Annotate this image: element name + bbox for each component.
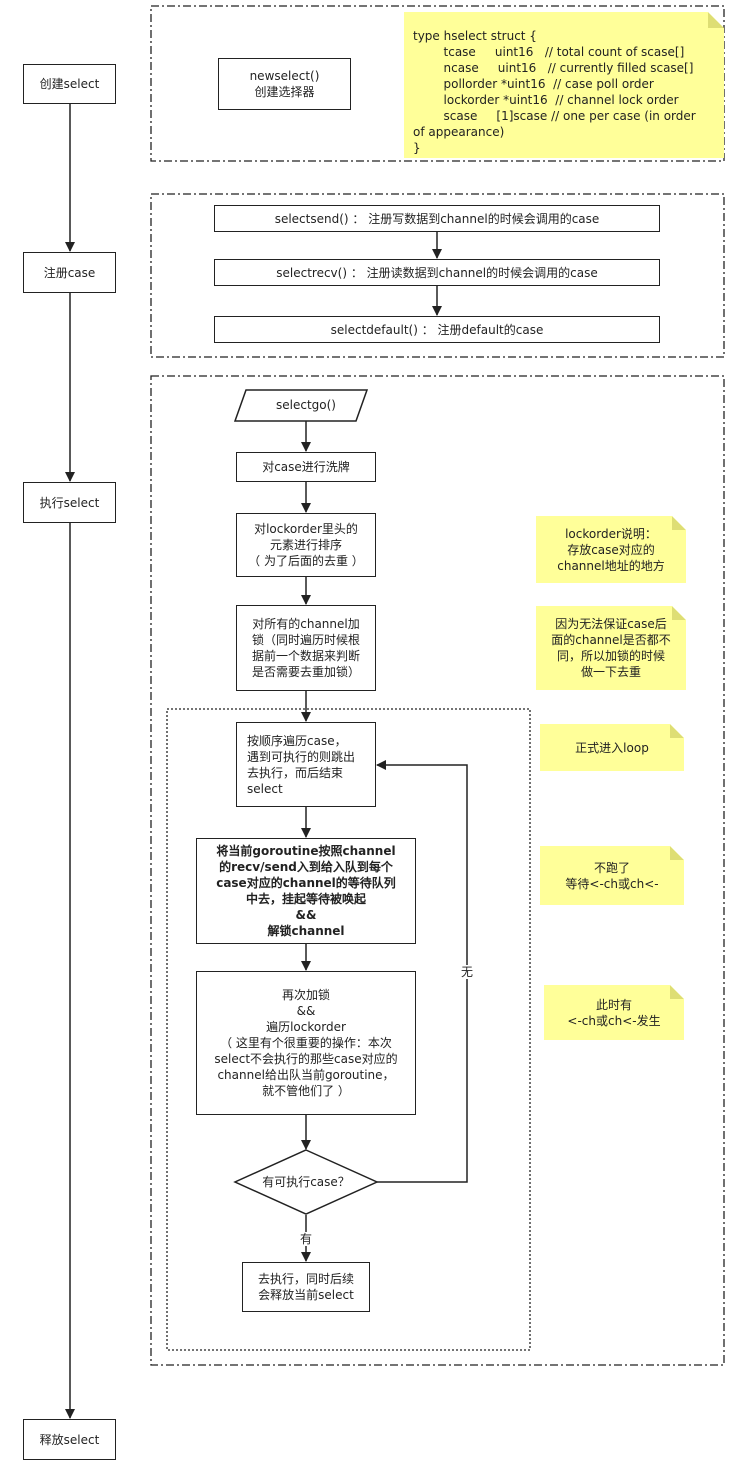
loop-note-text: 正式进入loop — [575, 740, 649, 755]
hselect-struct-text: type hselect struct { tcase uint16 // to… — [413, 29, 696, 155]
lock-all-label: 对所有的channel加 锁（同时遍历时候根 据前一个数据来判断 是否需要去重加… — [251, 617, 360, 679]
loop-traverse-label: 按顺序遍历case， 遇到可执行的则跳出 去执行，而后结束 select — [247, 733, 356, 796]
lockorder-note-text: lockorder说明： 存放case对应的 channel地址的地方 — [557, 526, 665, 573]
woken-note-text: 此时有 <-ch或ch<-发生 — [567, 997, 661, 1028]
shuffle-label: 对case进行洗牌 — [262, 460, 350, 474]
decision-label: 有可执行case？ — [262, 1175, 350, 1189]
newselect-box: newselect() 创建选择器 — [218, 58, 351, 110]
enqueue-wait-box: 将当前goroutine按照channel 的recv/send入到给入队到每个… — [196, 838, 416, 944]
enqueue-wait-label: 将当前goroutine按照channel 的recv/send入到给入队到每个… — [216, 844, 396, 938]
selectsend-label: selectsend() ： 注册写数据到channel的时候会调用的case — [274, 211, 600, 226]
loop-traverse-box: 按顺序遍历case， 遇到可执行的则跳出 去执行，而后结束 select — [236, 722, 376, 807]
create-section-frame — [150, 5, 725, 162]
selectdefault-label: selectdefault() ： 注册default的case — [330, 322, 544, 337]
relock-box: 再次加锁 && 遍历lockorder （ 这里有个很重要的操作：本次 sele… — [196, 971, 416, 1115]
decision-diamond — [233, 1149, 379, 1215]
selectsend-box: selectsend() ： 注册写数据到channel的时候会调用的case — [214, 205, 660, 232]
dedup-note: 因为无法保证case后 面的channel是否都不 同，所以加锁的时候 做一下去… — [536, 606, 686, 690]
selectrecv-label: selectrecv() ： 注册读数据到channel的时候会调用的case — [276, 265, 598, 280]
woken-note: 此时有 <-ch或ch<-发生 — [544, 985, 684, 1040]
relock-label: 再次加锁 && 遍历lockorder （ 这里有个很重要的操作：本次 sele… — [214, 988, 398, 1098]
selectdefault-box: selectdefault() ： 注册default的case — [214, 316, 660, 343]
loop-note: 正式进入loop — [540, 724, 684, 771]
execute-release-label: 去执行，同时后续 会释放当前select — [257, 1272, 354, 1302]
selectrecv-box: selectrecv() ： 注册读数据到channel的时候会调用的case — [214, 259, 660, 286]
create-select-box: 创建select — [23, 64, 116, 104]
sort-lockorder-box: 对lockorder里头的 元素进行排序 （ 为了后面的去重 ） — [236, 513, 376, 577]
register-case-box: 注册case — [23, 252, 116, 293]
execute-select-label: 执行select — [39, 495, 100, 510]
selectgo-label: selectgo() — [276, 398, 336, 412]
dedup-note-text: 因为无法保证case后 面的channel是否都不 同，所以加锁的时候 做一下去… — [551, 617, 671, 679]
execute-select-box: 执行select — [23, 482, 116, 523]
register-case-label: 注册case — [43, 265, 96, 280]
newselect-label: newselect() 创建选择器 — [249, 69, 320, 99]
shuffle-box: 对case进行洗牌 — [236, 452, 376, 482]
release-select-box: 释放select — [23, 1419, 116, 1460]
create-select-label: 创建select — [39, 77, 100, 91]
execute-release-box: 去执行，同时后续 会释放当前select — [242, 1262, 370, 1312]
blocked-note: 不跑了 等待<-ch或ch<- — [540, 846, 684, 905]
execute-section-frame — [150, 375, 725, 1366]
blocked-note-text: 不跑了 等待<-ch或ch<- — [565, 860, 659, 891]
lock-all-box: 对所有的channel加 锁（同时遍历时候根 据前一个数据来判断 是否需要去重加… — [236, 605, 376, 691]
no-label: 无 — [461, 965, 474, 979]
hselect-struct-note: type hselect struct { tcase uint16 // to… — [404, 12, 724, 158]
sort-lockorder-label: 对lockorder里头的 元素进行排序 （ 为了后面的去重 ） — [248, 522, 364, 568]
loop-frame — [166, 708, 531, 1351]
release-select-label: 释放select — [39, 1432, 100, 1447]
lockorder-note: lockorder说明： 存放case对应的 channel地址的地方 — [536, 516, 686, 583]
yes-label: 有 — [300, 1232, 313, 1246]
selectgo-shape — [233, 389, 369, 422]
